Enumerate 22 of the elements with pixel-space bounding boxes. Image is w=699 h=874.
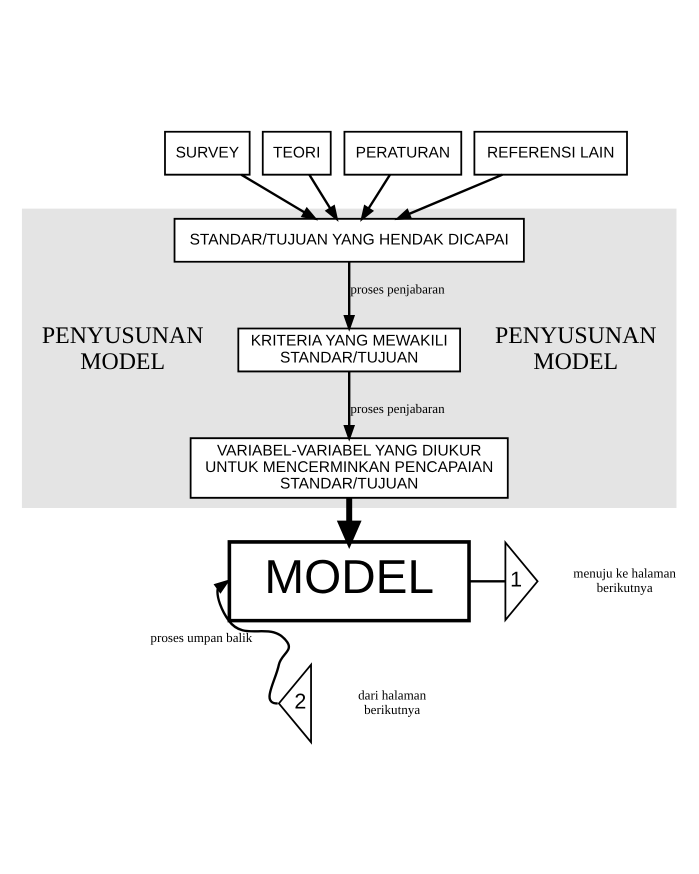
- arrow: [343, 372, 356, 442]
- node-box: TEORI: [262, 130, 332, 176]
- node-box: STANDAR/TUJUAN YANG HENDAK DICAPAI: [174, 218, 525, 263]
- arrow: [336, 498, 362, 549]
- node-box: PERATURAN: [344, 130, 462, 176]
- node-box: REFERENSI LAIN: [474, 130, 628, 176]
- connector: [469, 580, 506, 582]
- arrow: [240, 174, 318, 221]
- node-box: SURVEY: [164, 130, 251, 176]
- arrow: [394, 174, 503, 220]
- arrow: [308, 174, 339, 222]
- node-box: KRITERIA YANG MEWAKILI STANDAR/TUJUAN: [237, 328, 461, 372]
- node-box: VARIABEL-VARIABEL YANG DIUKUR UNTUK MENCERMINKAN PENCAPAIAN STANDAR/TUJUAN: [190, 437, 509, 499]
- edge-label: proses umpan balik: [150, 630, 252, 645]
- node-box: MODEL: [228, 540, 471, 622]
- node-label: menuju ke halaman berikutnya: [573, 565, 676, 595]
- edge-label: proses penjabaran: [350, 282, 445, 297]
- arrow: [214, 579, 290, 705]
- arrow: [343, 262, 356, 332]
- edge-label: proses penjabaran: [350, 400, 445, 416]
- arrow: [360, 174, 391, 222]
- node-label: dari halaman berikutnya: [358, 688, 426, 717]
